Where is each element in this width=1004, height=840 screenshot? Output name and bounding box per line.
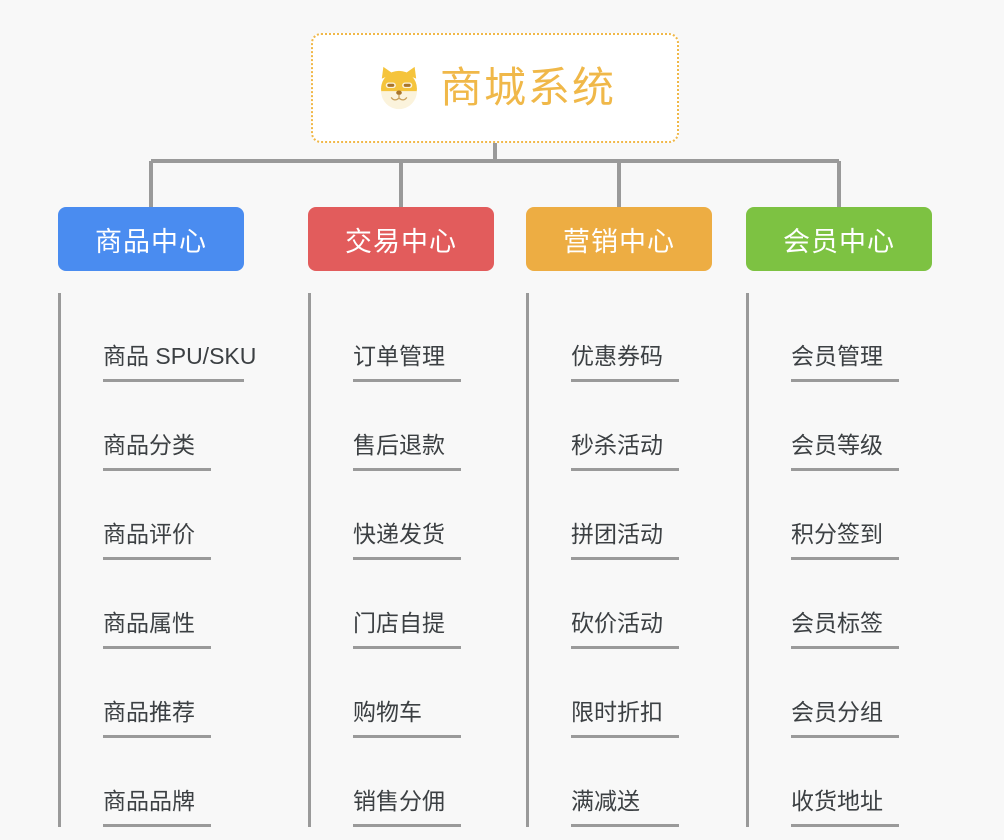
branch-item[interactable]: 商品属性 [76,560,244,649]
branch-item[interactable]: 商品品牌 [76,738,244,827]
branch-item-label: 会员分组 [791,701,899,738]
branch-item[interactable]: 商品 SPU/SKU [76,293,256,382]
branch-header-label: 交易中心 [345,226,457,257]
branch-item[interactable]: 优惠券码 [544,293,712,382]
root-node[interactable]: 商城系统 [311,33,679,143]
branch-item[interactable]: 拼团活动 [544,471,712,560]
shiba-dog-emoji-icon [381,66,417,110]
branch-header-product[interactable]: 商品中心 [58,207,244,271]
branch-item-label: 积分签到 [791,523,899,560]
branch-item-list: 优惠券码 秒杀活动 拼团活动 砍价活动 限时折扣 满减送 [526,293,712,827]
branch-item-label: 销售分佣 [353,790,461,827]
branch-item-label: 快递发货 [353,523,461,560]
branch-item[interactable]: 限时折扣 [544,649,712,738]
branch-item[interactable]: 商品分类 [76,382,244,471]
branch-column-member: 会员中心 会员管理 会员等级 积分签到 会员标签 会员分组 收货地址 [746,207,932,827]
branch-item-label: 砍价活动 [571,612,679,649]
branch-header-trade[interactable]: 交易中心 [308,207,494,271]
branch-item-label: 商品品牌 [103,790,211,827]
branch-item-label: 会员等级 [791,434,899,471]
branch-header-label: 商品中心 [95,226,207,257]
branch-item-label: 会员标签 [791,612,899,649]
branch-item-label: 拼团活动 [571,523,679,560]
branch-item[interactable]: 商品评价 [76,471,244,560]
branch-item[interactable]: 积分签到 [764,471,932,560]
branch-item[interactable]: 销售分佣 [326,738,494,827]
branch-item[interactable]: 会员等级 [764,382,932,471]
branch-item-label: 商品推荐 [103,701,211,738]
branch-item-label: 订单管理 [353,345,461,382]
branch-header-marketing[interactable]: 营销中心 [526,207,712,271]
branch-item-label: 优惠券码 [571,345,679,382]
branch-item[interactable]: 售后退款 [326,382,494,471]
branch-item[interactable]: 快递发货 [326,471,494,560]
branch-header-label: 营销中心 [563,226,675,257]
branch-item-label: 购物车 [353,701,461,738]
branch-item-list: 会员管理 会员等级 积分签到 会员标签 会员分组 收货地址 [746,293,932,827]
branch-item[interactable]: 订单管理 [326,293,494,382]
branch-item[interactable]: 会员管理 [764,293,932,382]
branch-item[interactable]: 会员标签 [764,560,932,649]
branch-item[interactable]: 砍价活动 [544,560,712,649]
branch-header-member[interactable]: 会员中心 [746,207,932,271]
branch-item-label: 会员管理 [791,345,899,382]
branch-item-label: 门店自提 [353,612,461,649]
branch-column-marketing: 营销中心 优惠券码 秒杀活动 拼团活动 砍价活动 限时折扣 满减送 [526,207,712,827]
branch-item-label: 商品属性 [103,612,211,649]
branch-item-list: 商品 SPU/SKU 商品分类 商品评价 商品属性 商品推荐 商品品牌 [58,293,256,827]
branch-item-label: 秒杀活动 [571,434,679,471]
branch-item-label: 满减送 [571,790,679,827]
branch-item-label: 商品评价 [103,523,211,560]
branch-item[interactable]: 收货地址 [764,738,932,827]
branch-item-label: 售后退款 [353,434,461,471]
branch-item-label: 商品分类 [103,434,211,471]
branch-item-label: 商品 SPU/SKU [103,345,256,382]
branch-column-trade: 交易中心 订单管理 售后退款 快递发货 门店自提 购物车 销售分佣 [308,207,494,827]
branch-item-label: 收货地址 [791,790,899,827]
branch-item[interactable]: 门店自提 [326,560,494,649]
root-title: 商城系统 [439,64,616,111]
branch-item[interactable]: 满减送 [544,738,712,827]
branch-item[interactable]: 会员分组 [764,649,932,738]
branch-item[interactable]: 商品推荐 [76,649,244,738]
branch-item[interactable]: 购物车 [326,649,494,738]
branch-item[interactable]: 秒杀活动 [544,382,712,471]
branch-header-label: 会员中心 [783,226,895,257]
branch-item-list: 订单管理 售后退款 快递发货 门店自提 购物车 销售分佣 [308,293,494,827]
branch-item-label: 限时折扣 [571,701,679,738]
branch-column-product: 商品中心 商品 SPU/SKU 商品分类 商品评价 商品属性 商品推荐 商品品牌 [58,207,256,827]
